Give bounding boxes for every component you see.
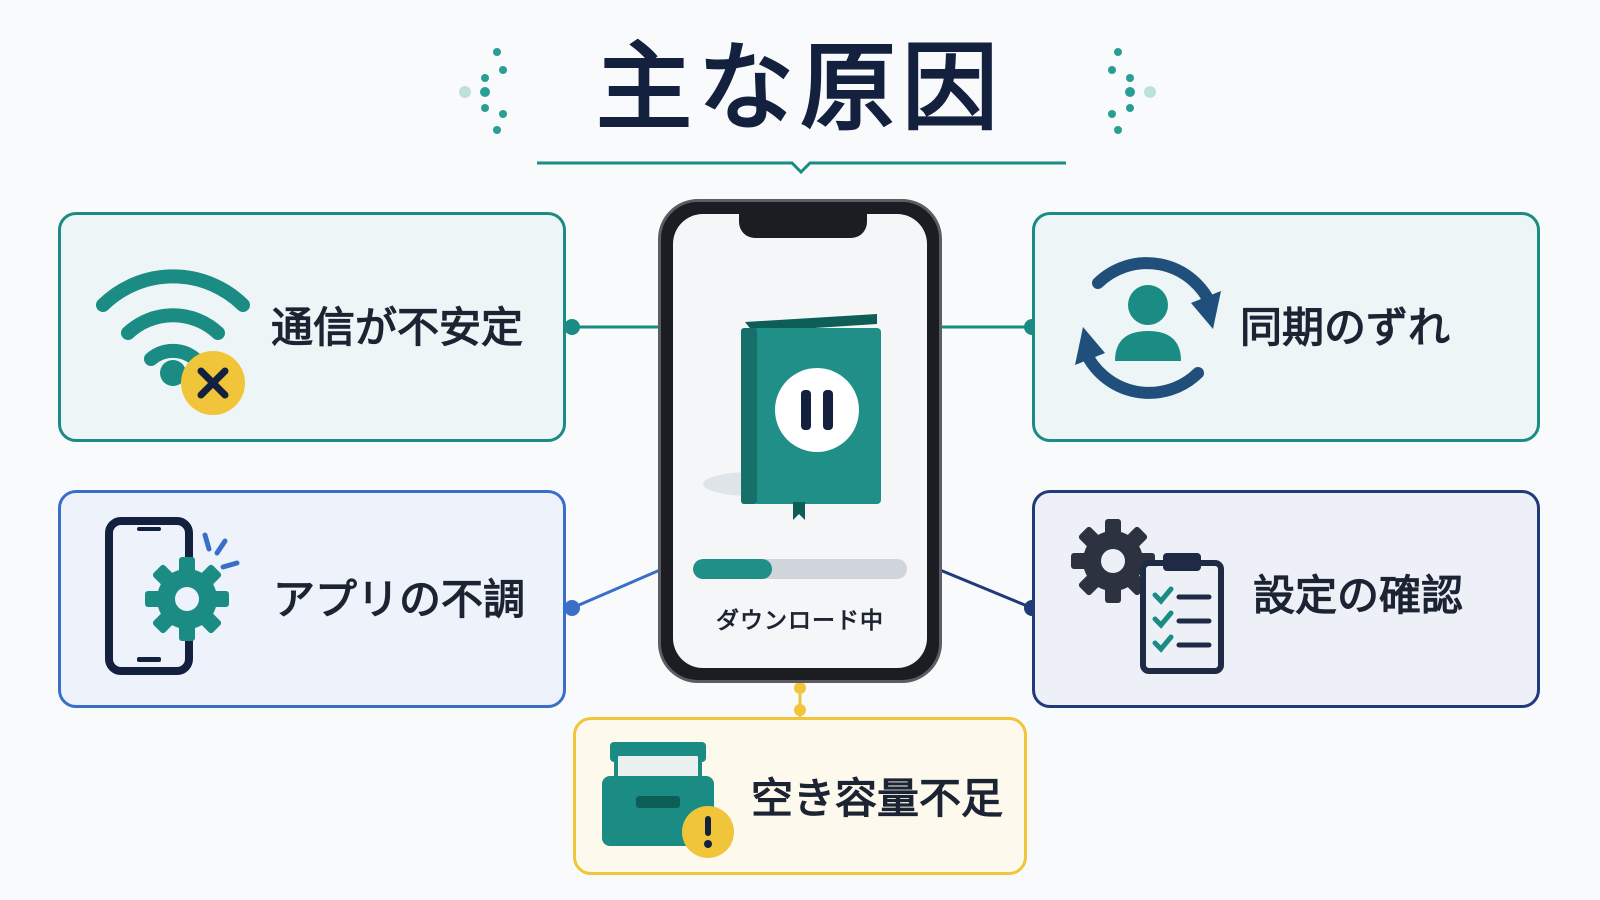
download-progress-fill (693, 559, 773, 579)
phone-notch (739, 214, 867, 238)
user-sync-icon (1075, 257, 1221, 399)
cause-card-app-malfunction: アプリの不調 (58, 490, 566, 708)
cause-label-app-malfunction: アプリの不調 (273, 575, 526, 624)
gear-clipboard-icon (1071, 519, 1224, 674)
page-title: 主な原因 (596, 32, 1004, 144)
center-phone: ダウンロード中 (658, 199, 942, 683)
cause-label-unstable-network: 通信が不安定 (271, 303, 524, 352)
download-status-text: ダウンロード中 (716, 608, 884, 634)
cause-label-sync-mismatch: 同期のずれ (1240, 303, 1451, 352)
phone-gear-icon (105, 517, 240, 675)
pause-icon (775, 368, 859, 452)
cause-card-sync-mismatch: 同期のずれ (1032, 212, 1540, 442)
sparkle-right-icon (1108, 48, 1156, 134)
book-icon (703, 314, 881, 520)
cause-card-unstable-network: 通信が不安定 (58, 212, 566, 442)
cause-card-check-settings: 設定の確認 (1032, 490, 1540, 708)
storage-warning-icon (602, 742, 734, 858)
cause-card-low-storage: 空き容量不足 (573, 717, 1027, 875)
cause-label-low-storage: 空き容量不足 (751, 774, 1004, 823)
download-progress-bar (693, 559, 907, 579)
sparkle-left-icon (459, 48, 507, 134)
cause-label-check-settings: 設定の確認 (1253, 571, 1464, 620)
phone-screen: ダウンロード中 (673, 214, 927, 668)
title-underline (537, 161, 1066, 175)
wifi-error-icon (96, 269, 250, 415)
